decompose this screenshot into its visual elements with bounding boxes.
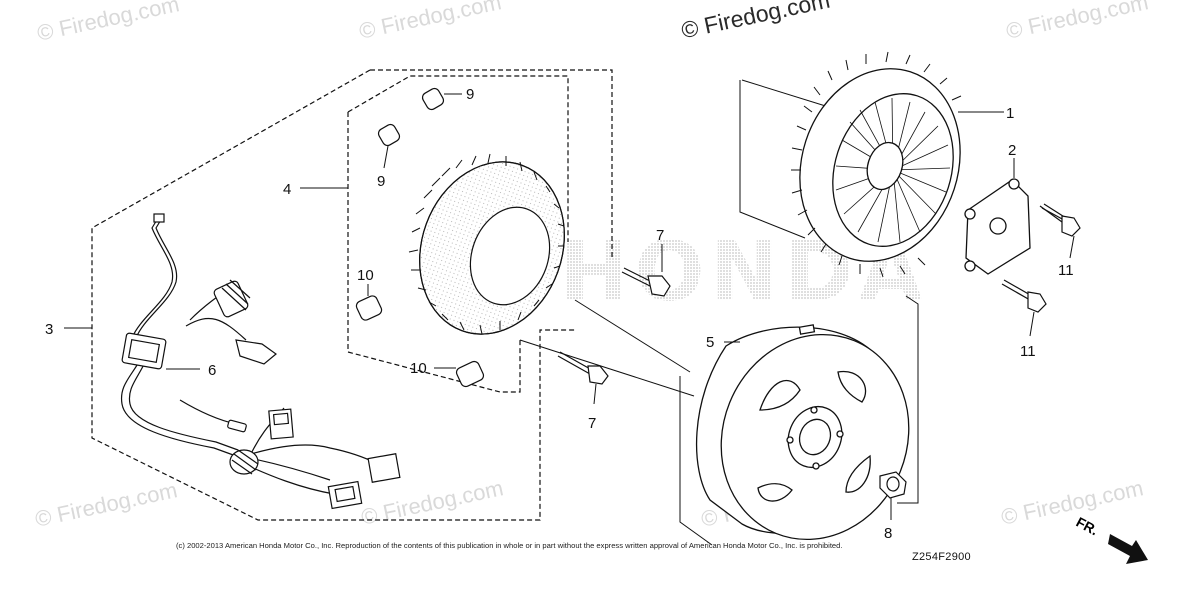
wire-harness xyxy=(64,213,401,510)
callout-8: 8 xyxy=(884,525,892,542)
bolt-7-lower xyxy=(557,351,609,405)
callout-7-lower: 7 xyxy=(588,415,596,432)
callout-1: 1 xyxy=(1006,105,1014,122)
callout-2: 2 xyxy=(1008,142,1016,159)
flywheel-nut xyxy=(879,471,907,520)
copyright-notice: (c) 2002-2013 American Honda Motor Co., … xyxy=(176,541,843,550)
callout-labels: 1 2 3 4 5 6 7 7 8 9 9 10 10 11 11 xyxy=(45,86,1074,542)
bolt-7-upper xyxy=(621,244,671,297)
group-outline-rotor xyxy=(519,79,919,546)
stator xyxy=(300,153,565,335)
front-direction-arrow-icon xyxy=(1108,534,1148,564)
callout-3: 3 xyxy=(45,321,53,338)
callout-5: 5 xyxy=(706,334,714,351)
bolt-11-upper xyxy=(1039,203,1081,259)
callout-11-upper: 11 xyxy=(1058,262,1074,279)
group-outline-harness xyxy=(91,69,613,521)
bolt-11-lower xyxy=(1001,279,1047,337)
callout-9-upper: 9 xyxy=(466,86,474,103)
callout-9-lower: 9 xyxy=(377,173,385,190)
collar-10-lower xyxy=(434,360,485,388)
callout-7-upper: 7 xyxy=(656,227,664,244)
cooling-fan xyxy=(791,51,1004,278)
callout-10-upper: 10 xyxy=(357,267,374,284)
dowel-9-lower xyxy=(377,123,401,169)
callout-10-lower: 10 xyxy=(410,360,427,377)
flywheel-rotor xyxy=(695,324,910,541)
callout-6: 6 xyxy=(208,362,216,379)
collar-10-upper xyxy=(355,284,383,321)
group-outline-stator xyxy=(347,75,569,393)
dowel-9-upper xyxy=(421,87,462,111)
diagram-code: Z254F2900 xyxy=(912,551,971,563)
callout-11-lower: 11 xyxy=(1020,343,1036,360)
fan-cover-plate xyxy=(964,158,1031,275)
callout-4: 4 xyxy=(283,181,291,198)
